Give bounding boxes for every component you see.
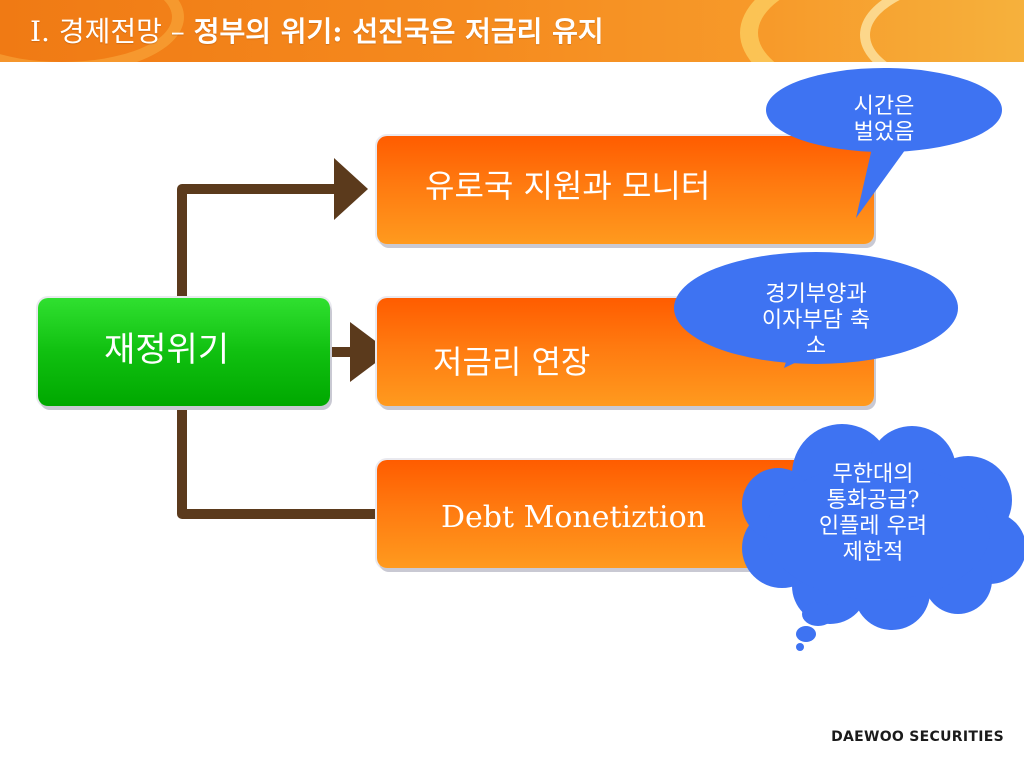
- banner-swirl-decoration: [740, 0, 1024, 62]
- title-main: 정부의 위기: 선진국은 저금리 유지: [193, 15, 604, 48]
- page-title: I. 경제전망 – 정부의 위기: 선진국은 저금리 유지: [30, 12, 604, 52]
- callout-oval-2: [674, 252, 958, 368]
- callout-cloud-3: [742, 424, 1024, 651]
- callout-oval-1: [766, 68, 1002, 218]
- title-prefix: I. 경제전망 –: [30, 15, 185, 48]
- arrowhead-branch-2: [350, 322, 390, 382]
- callout-line: 소: [805, 334, 827, 359]
- source-box-fiscal-crisis: 재정위기: [38, 298, 330, 406]
- arrowhead-branch-1: [334, 158, 368, 220]
- branch-label: Debt Monetiztion: [441, 500, 706, 535]
- company-logo-text: DAEWOO SECURITIES: [831, 729, 1004, 745]
- callout-text-1: 시간은 벌었음: [826, 94, 942, 146]
- callout-line: 시간은: [853, 94, 915, 119]
- callout-text-2: 경기부양과 이자부담 축 소: [730, 282, 902, 360]
- callout-text-3: 무한대의 통화공급? 인플레 우려 제한적: [784, 462, 962, 566]
- source-label: 재정위기: [104, 330, 230, 370]
- callout-line: 이자부담 축: [761, 308, 871, 333]
- branch-box-euro-support: 유로국 지원과 모니터: [377, 136, 874, 244]
- connector-to-branch-3: [177, 403, 387, 519]
- callout-line: 제한적: [842, 540, 904, 565]
- callout-line: 무한대의: [832, 462, 914, 487]
- callout-line: 통화공급?: [826, 488, 920, 513]
- banner-swirl-decoration: [860, 0, 1024, 62]
- callout-line: 경기부양과: [765, 282, 867, 307]
- title-banner: I. 경제전망 – 정부의 위기: 선진국은 저금리 유지: [0, 0, 1024, 62]
- callout-line: 벌었음: [853, 120, 915, 145]
- callout-line: 인플레 우려: [818, 514, 928, 539]
- branch-label: 유로국 지원과 모니터: [425, 167, 711, 205]
- connector-to-branch-1: [177, 184, 345, 305]
- branch-label: 저금리 연장: [433, 343, 591, 381]
